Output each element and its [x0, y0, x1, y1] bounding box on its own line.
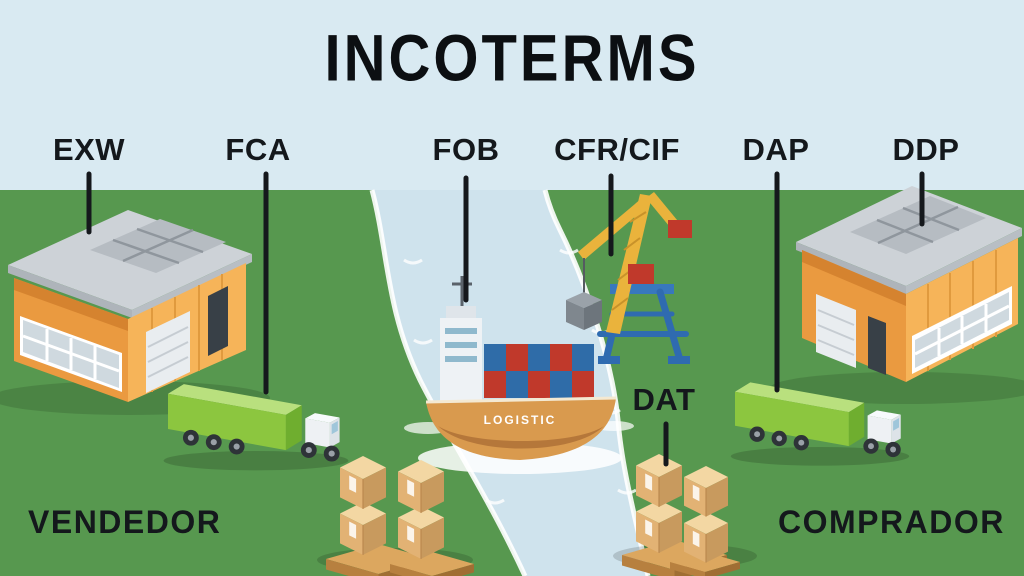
cargo-boxes-left [317, 455, 474, 576]
ship-bridge-top [446, 306, 476, 320]
ship-hull-text: LOGISTIC [484, 413, 557, 427]
warehouse-buyer-door [868, 316, 886, 375]
warehouse-seller-door [208, 286, 228, 356]
crane-cab [628, 264, 654, 284]
crane-platform [610, 284, 674, 294]
warehouse-seller-garage-door [146, 311, 190, 393]
warehouse-buyer-window [912, 286, 1012, 374]
roof-fascia-left [796, 242, 906, 294]
crane-counterweight [668, 220, 692, 238]
ship-bridge-windows [445, 328, 477, 362]
front-wall-stripe [14, 278, 128, 331]
incoterm-label-dap: DAP [742, 132, 810, 167]
buyer-label: COMPRADOR [778, 504, 1005, 540]
incoterm-label-fca: FCA [225, 132, 291, 167]
crane-foot-left [598, 356, 620, 364]
incoterm-label-dat: DAT [632, 382, 696, 417]
front-wall-stripe [802, 250, 906, 306]
roof-fascia-left [8, 265, 132, 318]
warehouse-buyer [770, 186, 1024, 404]
connector-lines [86, 171, 925, 467]
warehouse-buyer-shadow [770, 372, 1024, 404]
warehouse-buyer-garage-door [816, 294, 856, 368]
roof-fascia-right [132, 254, 252, 318]
incoterm-label-exw: EXW [52, 132, 126, 167]
crane-hanging-container [566, 292, 602, 330]
crane-jib [578, 198, 650, 260]
river-waves [403, 248, 637, 505]
incoterm-label-fob: FOB [432, 132, 500, 167]
crane-foot-right [668, 356, 690, 364]
river-left-bank [369, 189, 528, 576]
cargo-ship: LOGISTIC [404, 276, 634, 474]
incoterm-label-cfr-cif: CFR/CIF [554, 132, 680, 167]
warehouse-seller-skylights [90, 219, 226, 273]
port-crane [566, 192, 692, 364]
roof-fascia-right [906, 228, 1022, 294]
cargo-boxes-dat [613, 453, 757, 576]
ship-containers [484, 344, 594, 398]
ship-deck-line [425, 396, 617, 404]
ship-superstructure [440, 276, 482, 402]
ship-hull-stripe [438, 426, 604, 449]
sky-background [0, 0, 1024, 190]
warehouse-buyer-skylights [850, 196, 986, 254]
seller-label: VENDEDOR [28, 504, 222, 540]
page-title: INCOTERMS [324, 21, 700, 96]
ship-hull [426, 398, 616, 460]
incoterm-label-ddp: DDP [892, 132, 960, 167]
warehouse-seller-window [20, 316, 122, 392]
